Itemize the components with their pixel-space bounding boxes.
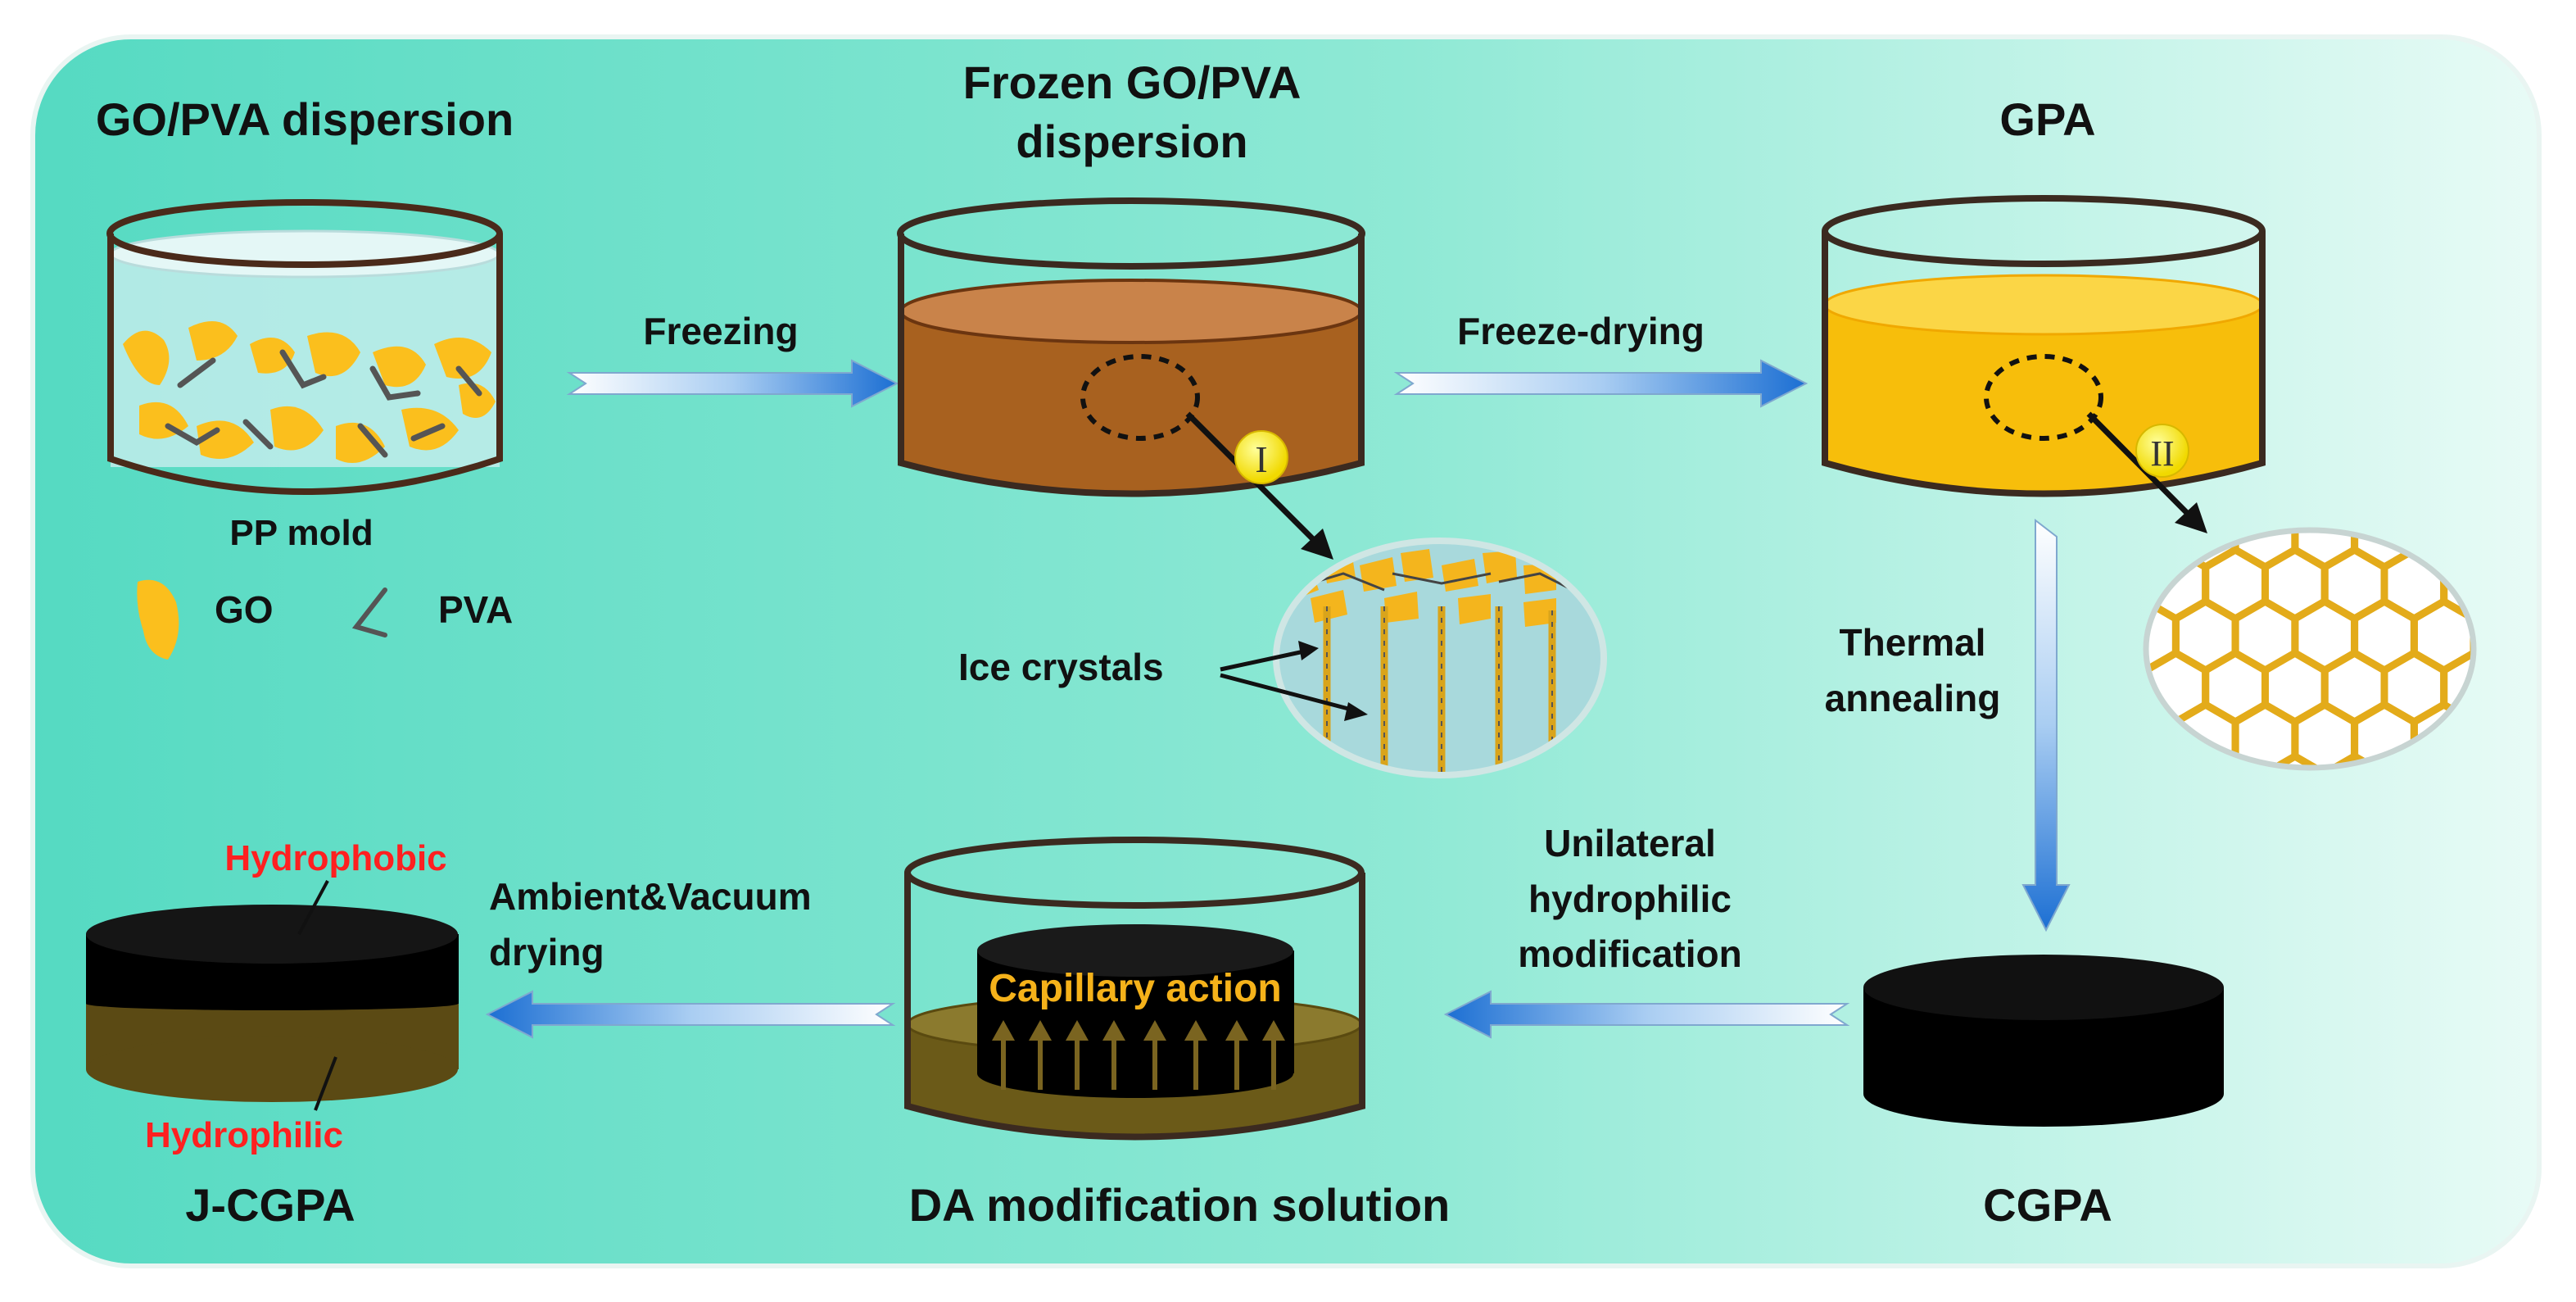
cgpa-title: CGPA	[1983, 1179, 2112, 1231]
capillary-arrow-head	[1184, 1020, 1207, 1041]
capillary-arrow-head	[1262, 1020, 1285, 1041]
ice-crystals-zoom	[1273, 538, 1607, 778]
ice-pointer-b-head	[1344, 702, 1368, 721]
frozen-title-line1: Frozen GO/PVA	[963, 57, 1302, 108]
marker-1-icon	[1234, 430, 1288, 484]
ice-pointer-b	[1220, 673, 1352, 712]
marker-2-label: II	[2150, 433, 2174, 474]
thermal-label-line2: annealing	[1825, 677, 2001, 719]
pp-mold-beaker	[106, 199, 503, 495]
zoom-pointer-1-head	[1301, 529, 1333, 560]
ambient-label-line2: drying	[489, 931, 604, 973]
capillary-arrow-head	[1066, 1020, 1089, 1041]
capillary-arrow-head	[1102, 1020, 1125, 1041]
capillary-arrow-head	[1225, 1020, 1248, 1041]
honeycomb-cell	[2440, 648, 2474, 727]
ice-crystals-label: Ice crystals	[958, 646, 1164, 688]
dispersion-title: GO/PVA dispersion	[96, 93, 514, 145]
honeycomb-cell	[2563, 653, 2576, 722]
ambient-label-line1: Ambient&Vacuum	[489, 875, 812, 918]
pva-legend-icon	[351, 587, 387, 637]
unilateral-label-line1: Unilateral	[1544, 822, 1716, 864]
jcgpa-puck	[86, 905, 459, 1102]
cgpa-puck	[1863, 955, 2224, 1127]
unilateral-modification-arrow	[1443, 990, 1850, 1039]
hydrophilic-pointer	[314, 1056, 337, 1111]
go-legend-icon	[137, 579, 179, 660]
pp-mold-label: PP mold	[229, 513, 373, 553]
capillary-arrows	[992, 1020, 1285, 1090]
hydrophobic-label: Hydrophobic	[224, 838, 446, 878]
ice-pointer-a	[1220, 649, 1305, 672]
capillary-arrow-head	[992, 1020, 1015, 1041]
honeycomb-cell	[2410, 700, 2474, 768]
marker-2-icon	[2135, 424, 2189, 478]
capillary-arrow-head	[1143, 1020, 1166, 1041]
legend-pva-label: PVA	[438, 588, 513, 631]
thermal-annealing-arrow	[2021, 518, 2071, 932]
capillary-arrow-head	[1029, 1020, 1052, 1041]
thermal-label-line1: Thermal	[1840, 621, 1986, 664]
frozen-title-line2: dispersion	[1016, 116, 1247, 167]
honeycomb-cell	[2563, 756, 2576, 825]
unilateral-label-line3: modification	[1518, 932, 1741, 975]
ambient-drying-arrow	[485, 990, 896, 1039]
freezing-label: Freezing	[643, 310, 798, 352]
gpa-title: GPA	[1999, 93, 2095, 145]
da-title: DA modification solution	[909, 1179, 1451, 1231]
marker-1-label: I	[1255, 438, 1267, 480]
capillary-action-label: Capillary action	[989, 967, 1281, 1010]
freeze-drying-arrow	[1393, 359, 1809, 408]
legend-go-label: GO	[215, 588, 274, 631]
freezing-arrow	[566, 359, 899, 408]
zoom-pointer-2	[2086, 411, 2191, 517]
honeycomb-cell	[2563, 550, 2576, 619]
da-beaker	[904, 837, 1365, 1141]
jcgpa-title: J-CGPA	[185, 1179, 355, 1231]
zoom-pointer-2-head	[2175, 502, 2207, 533]
ice-pointer-a-head	[1298, 641, 1319, 660]
freeze-drying-label: Freeze-drying	[1457, 310, 1705, 352]
hydrophilic-label: Hydrophilic	[145, 1115, 343, 1155]
honeycomb-cell	[2563, 447, 2576, 515]
hydrophobic-pointer	[297, 880, 329, 935]
unilateral-label-line2: hydrophilic	[1528, 878, 1732, 920]
